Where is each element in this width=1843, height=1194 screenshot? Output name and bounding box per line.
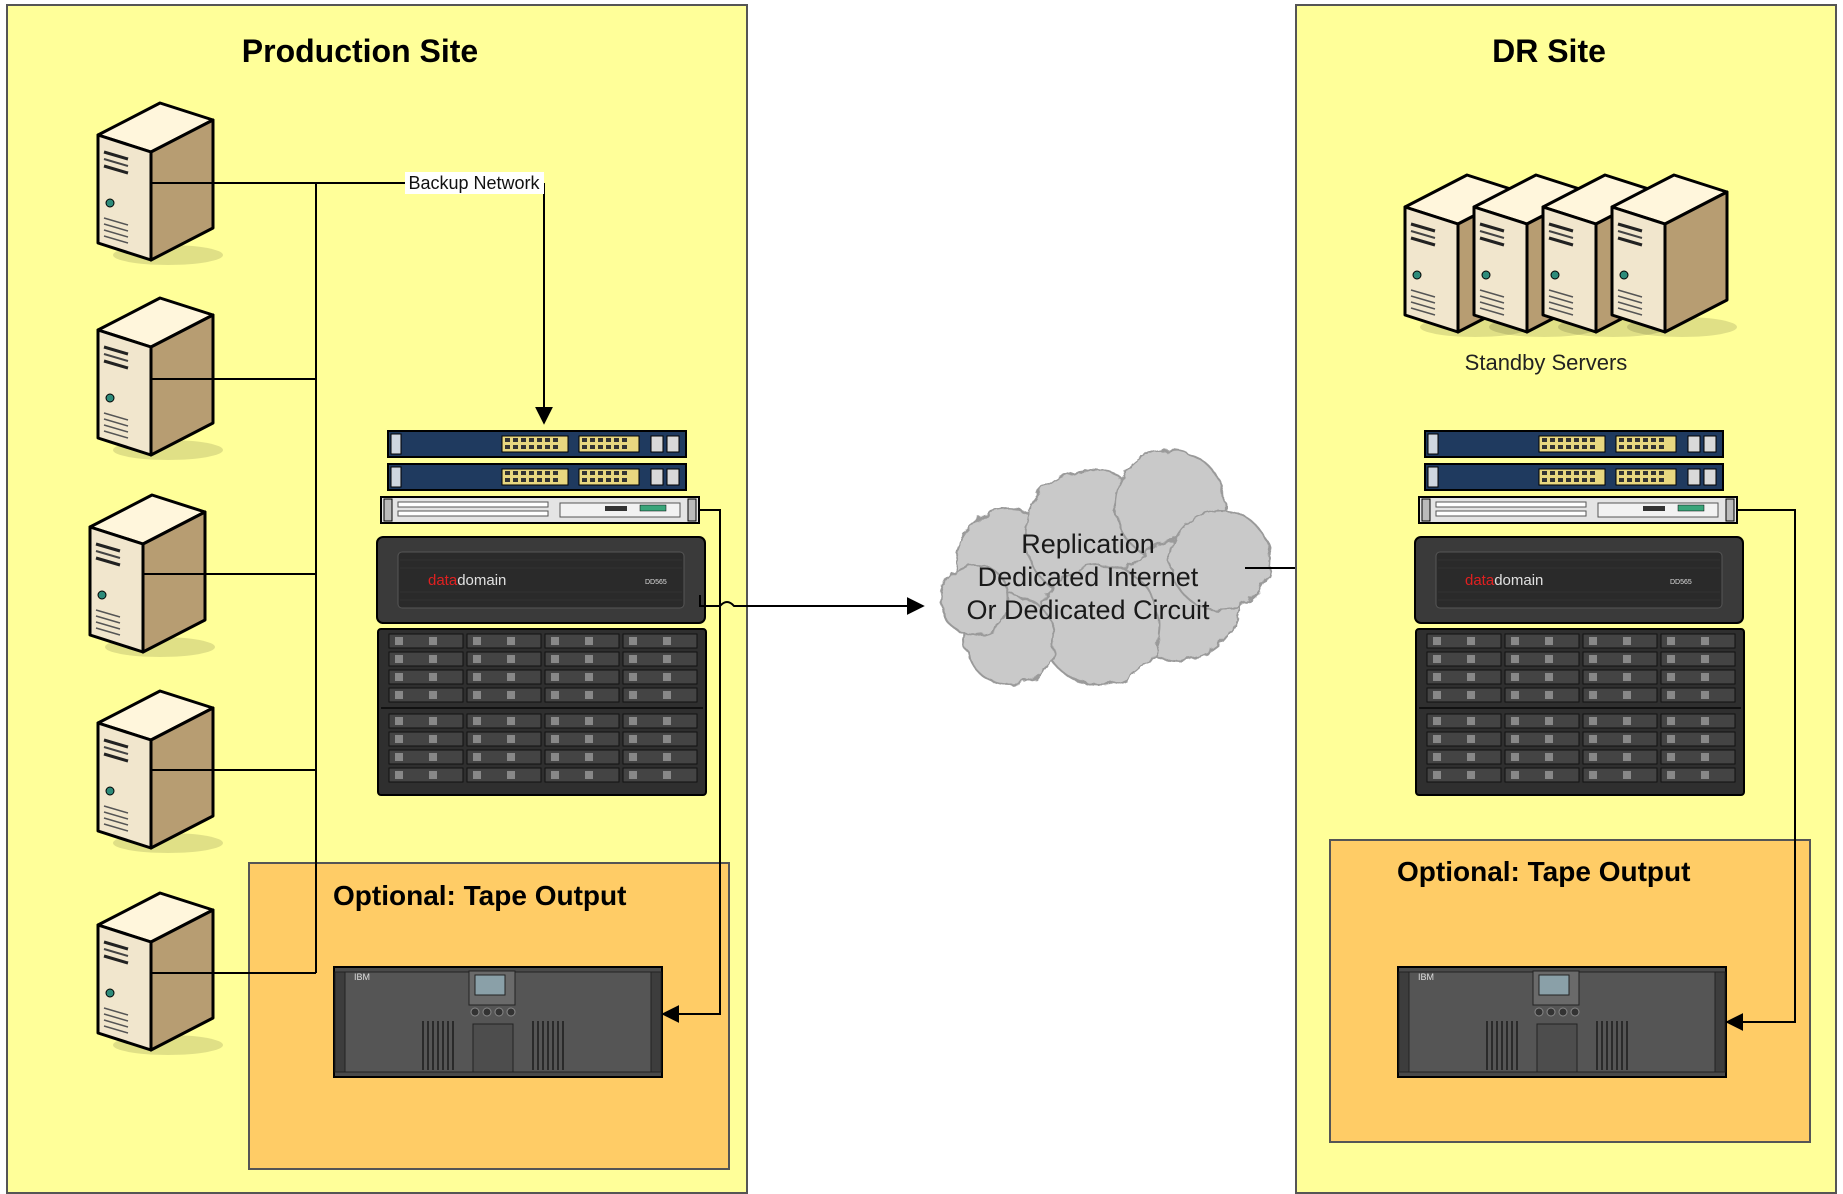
dr-switch-2 xyxy=(1424,463,1724,491)
dr-tape-library xyxy=(1397,966,1727,1078)
svg-text:datadomain: datadomain xyxy=(1465,572,1543,589)
dr-dedup-appliance: datadomain DD565 xyxy=(1414,536,1744,624)
cloud-label-line3: Or Dedicated Circuit xyxy=(966,595,1210,625)
cloud-label-line1: Replication xyxy=(1021,529,1155,559)
production-tape-connection xyxy=(661,509,721,1023)
standby-servers-label: Standby Servers xyxy=(1465,350,1628,375)
backup-network-label: Backup Network xyxy=(408,173,540,193)
replication-cloud: Replication Dedicated Internet Or Dedica… xyxy=(939,449,1271,686)
backup-network-lines xyxy=(144,182,553,974)
production-tape-library xyxy=(333,966,663,1078)
production-disk-shelf xyxy=(378,629,706,795)
dr-switch-1 xyxy=(1424,430,1724,458)
dr-disk-shelf xyxy=(1416,629,1744,795)
production-site-title: Production Site xyxy=(242,33,478,69)
svg-text:DD565: DD565 xyxy=(645,579,667,586)
dr-site-title: DR Site xyxy=(1492,33,1606,69)
svg-text:datadomain: datadomain xyxy=(428,572,506,589)
dr-tape-connection xyxy=(1725,509,1796,1031)
svg-text:DD565: DD565 xyxy=(1670,579,1692,586)
production-switch-1 xyxy=(387,430,687,458)
dr-tape-brand: IBM xyxy=(1418,972,1434,982)
production-controller xyxy=(380,496,700,524)
dr-controller xyxy=(1418,496,1738,524)
production-switch-2 xyxy=(387,463,687,491)
backup-network-label-bg xyxy=(405,172,544,194)
production-tape-output-label: Optional: Tape Output xyxy=(333,880,626,911)
cloud-label-line2: Dedicated Internet xyxy=(978,562,1199,592)
replication-link-production xyxy=(699,595,925,615)
dr-tape-output-label: Optional: Tape Output xyxy=(1397,856,1690,887)
production-tape-brand: IBM xyxy=(354,972,370,982)
production-dedup-appliance: datadomain DD565 xyxy=(376,536,706,624)
